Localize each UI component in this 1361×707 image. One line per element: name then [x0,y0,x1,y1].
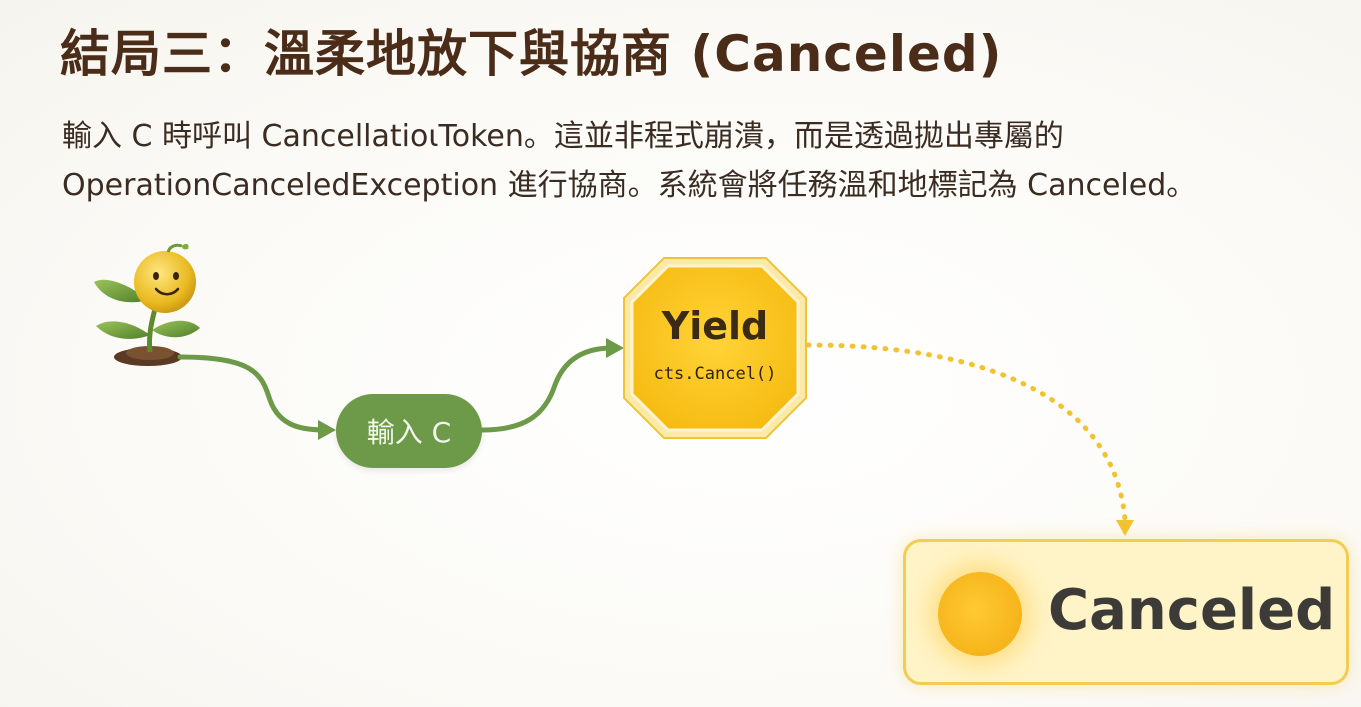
yield-code: cts.Cancel() [653,364,777,384]
arrowhead-to-input [318,420,336,440]
seedling-character-icon [94,243,200,366]
connector-input-to-yield [479,345,615,433]
arrowhead-to-yield [606,338,624,358]
connector-start-to-input [177,354,329,433]
connector-yield-to-canceled [805,342,1128,523]
arrowhead-to-canceled [1116,520,1134,536]
canceled-label: Canceled [1048,578,1336,643]
yield-title: Yield [661,304,769,348]
canceled-result-node: Canceled [903,539,1349,685]
description-line-1: 輸入 C 時呼叫 CancellatioιToken。這並非程式崩潰，而是透過拋… [62,119,1064,154]
description-line-2: OperationCanceledException 進行協商。系統會將任務溫和… [62,168,1197,203]
yield-octagon [623,257,807,439]
description: 輸入 C 時呼叫 CancellatioιToken。這並非程式崩潰，而是透過拋… [62,112,1322,210]
page-title: 結局三：溫柔地放下與協商 (Canceled) [60,25,1003,83]
sun-dot-icon [938,572,1022,656]
input-c-node: 輸入 C [336,394,482,468]
